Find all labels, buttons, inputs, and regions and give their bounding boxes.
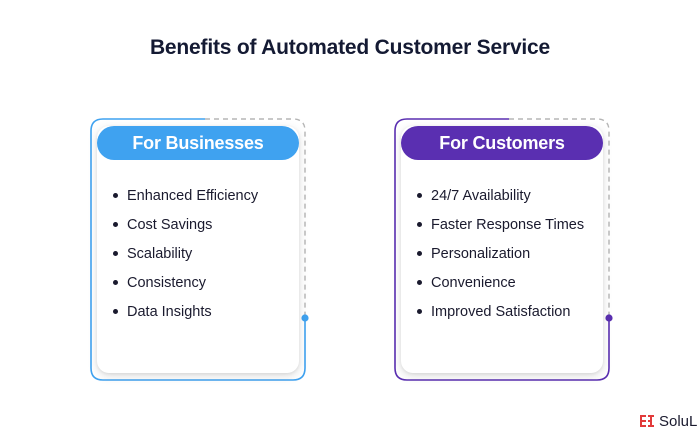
list-item-label: Improved Satisfaction (431, 303, 571, 320)
bullet-icon (113, 193, 118, 198)
brand-logo: SoluL (640, 411, 700, 431)
bullet-icon (113, 251, 118, 256)
bullet-icon (417, 193, 422, 198)
list-item-label: 24/7 Availability (431, 187, 531, 204)
bullet-icon (417, 280, 422, 285)
list-item: Cost Savings (113, 210, 258, 239)
list-item: Data Insights (113, 297, 258, 326)
customers-card: For Customers 24/7 Availability Faster R… (393, 117, 613, 382)
businesses-connector-dot (301, 314, 309, 322)
list-item-label: Personalization (431, 245, 531, 262)
list-item-label: Convenience (431, 274, 516, 291)
list-item: Enhanced Efficiency (113, 181, 258, 210)
list-item-label: Scalability (127, 245, 193, 262)
list-item-label: Data Insights (127, 303, 212, 320)
logo-text: SoluL (659, 412, 698, 430)
bullet-icon (417, 309, 422, 314)
list-item-label: Faster Response Times (431, 216, 585, 233)
customers-connector-dot (605, 314, 613, 322)
customers-list: 24/7 Availability Faster Response Times … (417, 181, 584, 326)
businesses-card-outline (90, 118, 309, 381)
page-title: Benefits of Automated Customer Service (149, 36, 551, 59)
list-item: Consistency (113, 268, 258, 297)
list-item: Faster Response Times (417, 210, 584, 239)
list-item: Convenience (417, 268, 584, 297)
list-item-label: Consistency (127, 274, 206, 291)
businesses-card: For Businesses Enhanced Efficiency Cost … (89, 117, 309, 382)
bullet-icon (113, 280, 118, 285)
customers-card-body: For Customers 24/7 Availability Faster R… (401, 126, 603, 373)
businesses-list: Enhanced Efficiency Cost Savings Scalabi… (113, 181, 258, 326)
customers-card-outline (394, 118, 613, 381)
bullet-icon (417, 251, 422, 256)
customers-heading-pill: For Customers (401, 126, 603, 160)
list-item: Scalability (113, 239, 258, 268)
bullet-icon (417, 222, 422, 227)
bullet-icon (113, 309, 118, 314)
list-item: 24/7 Availability (417, 181, 584, 210)
list-item: Improved Satisfaction (417, 297, 584, 326)
bullet-icon (113, 222, 118, 227)
list-item-label: Enhanced Efficiency (127, 187, 259, 204)
businesses-heading-pill: For Businesses (97, 126, 299, 160)
list-item-label: Cost Savings (127, 216, 213, 233)
list-item: Personalization (417, 239, 584, 268)
logo-mark-icon (640, 415, 654, 427)
businesses-card-body: For Businesses Enhanced Efficiency Cost … (97, 126, 299, 373)
